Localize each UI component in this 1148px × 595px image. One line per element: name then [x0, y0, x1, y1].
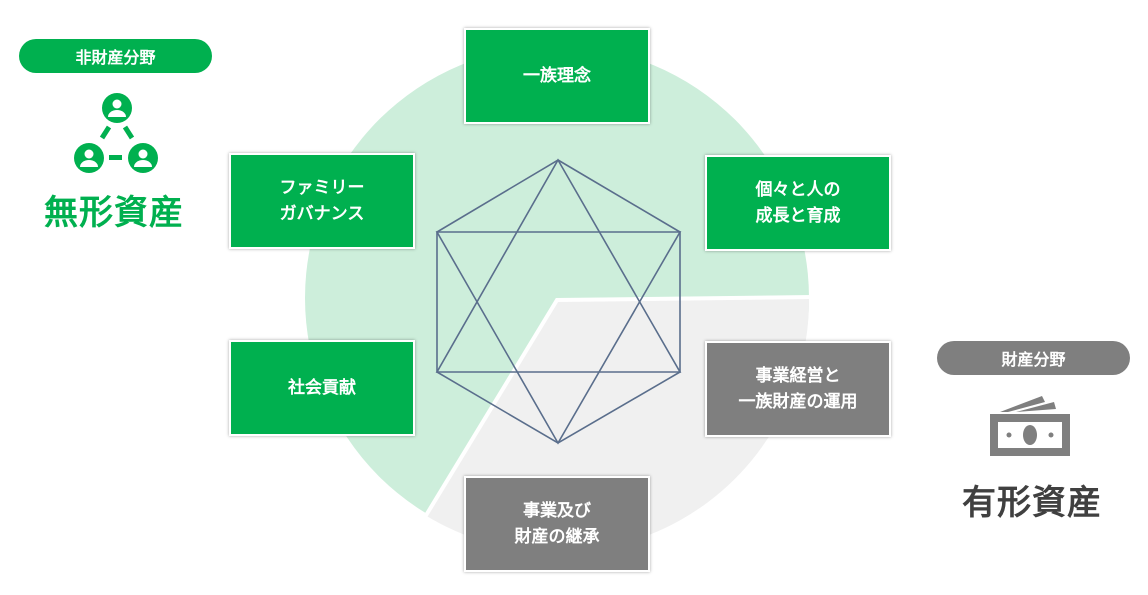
- item-personal-growth: 個々と人の成長と育成: [705, 155, 891, 251]
- item-label: 一族財産の運用: [738, 392, 858, 412]
- money-bills-icon: [990, 396, 1070, 456]
- item-succession: 事業及び財産の継承: [464, 476, 650, 572]
- item-social-contribution: 社会貢献: [229, 340, 415, 436]
- item-label: 事業経営と: [755, 366, 841, 386]
- people-network-icon: [74, 93, 158, 173]
- item-label: 財産の継承: [514, 527, 600, 547]
- item-family-philosophy: 一族理念: [464, 28, 650, 124]
- item-family-governance: ファミリーガバナンス: [229, 153, 415, 249]
- item-label: 成長と育成: [755, 206, 841, 226]
- tangible-title: 有形資産: [962, 483, 1102, 523]
- tangible-category-badge: 財産分野: [937, 341, 1130, 375]
- item-label: 社会貢献: [288, 378, 356, 398]
- item-label: ファミリー: [279, 178, 365, 198]
- item-label: 個々と人の: [755, 180, 841, 200]
- item-business-management: 事業経営と一族財産の運用: [705, 341, 891, 437]
- area-divider: [423, 295, 813, 519]
- item-label: 事業及び: [523, 501, 591, 521]
- item-label: ガバナンス: [279, 204, 365, 224]
- intangible-title: 無形資産: [44, 193, 184, 233]
- intangible-category-badge: 非財産分野: [19, 39, 212, 73]
- hexagram: [435, 158, 682, 445]
- item-label: 一族理念: [523, 66, 591, 86]
